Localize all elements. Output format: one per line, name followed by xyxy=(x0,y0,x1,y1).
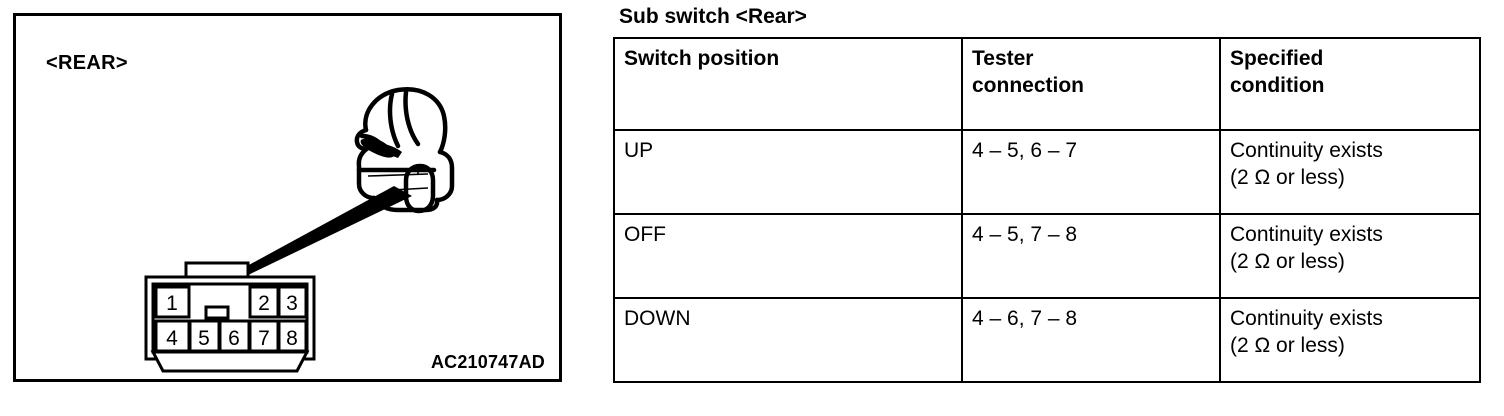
connector-pinout-diagram: 1 2 3 4 5 6 7 8 xyxy=(144,261,316,373)
table-row: UP 4 – 5, 6 – 7 Continuity exists (2 Ω o… xyxy=(613,129,1481,215)
column-header-switch-position: Switch position xyxy=(613,37,963,131)
column-header-tester-connection: Tester connection xyxy=(961,37,1221,131)
column-header-specified-condition: Specified condition xyxy=(1219,37,1481,131)
cell-switch-position: UP xyxy=(613,129,963,215)
leader-pointer xyxy=(236,186,412,276)
table-row: DOWN 4 – 6, 7 – 8 Continuity exists (2 Ω… xyxy=(613,297,1481,383)
table-row: OFF 4 – 5, 7 – 8 Continuity exists (2 Ω … xyxy=(613,213,1481,299)
cell-switch-position: OFF xyxy=(613,213,963,299)
diagram-panel: <REAR> xyxy=(13,13,562,382)
switch-continuity-table: Switch position Tester connection Specif… xyxy=(613,37,1481,383)
cell-specified-condition: Continuity exists (2 Ω or less) xyxy=(1219,129,1481,215)
pin-label-2: 2 xyxy=(258,292,270,315)
orientation-label: <REAR> xyxy=(46,52,128,74)
pin-label-6: 6 xyxy=(228,327,240,350)
cell-switch-position: DOWN xyxy=(613,297,963,383)
pin-label-8: 8 xyxy=(286,327,298,350)
part-code-label: AC210747AD xyxy=(430,352,545,372)
cell-tester-connection: 4 – 6, 7 – 8 xyxy=(961,297,1221,383)
table-title: Sub switch <Rear> xyxy=(619,5,807,28)
pin-label-1: 1 xyxy=(166,292,178,315)
cell-specified-condition: Continuity exists (2 Ω or less) xyxy=(1219,297,1481,383)
pin-label-4: 4 xyxy=(166,327,178,350)
pin-label-7: 7 xyxy=(258,327,270,350)
spec-table-area: Sub switch <Rear> Switch position Tester… xyxy=(613,4,1481,383)
pin-label-3: 3 xyxy=(286,292,298,315)
pin-label-5: 5 xyxy=(198,327,210,350)
cell-specified-condition: Continuity exists (2 Ω or less) xyxy=(1219,213,1481,299)
cell-tester-connection: 4 – 5, 6 – 7 xyxy=(961,129,1221,215)
table-header-row: Switch position Tester connection Specif… xyxy=(613,37,1481,131)
cell-tester-connection: 4 – 5, 7 – 8 xyxy=(961,213,1221,299)
